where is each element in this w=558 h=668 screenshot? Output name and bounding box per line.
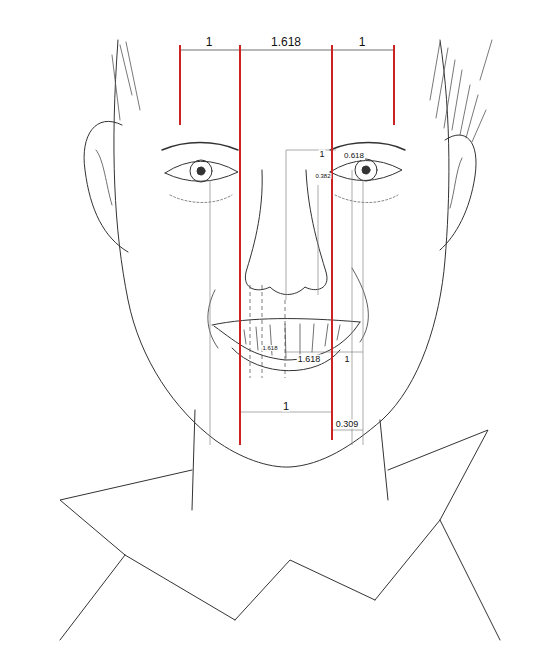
hair-strokes — [112, 40, 492, 142]
dimension-label: 1 — [282, 401, 290, 412]
dimension-label: 1 — [318, 150, 325, 159]
face-drawing-part — [450, 158, 462, 208]
face-drawing-part — [330, 160, 402, 180]
face-drawing-part — [380, 420, 388, 500]
guide-lines-part — [180, 50, 394, 51]
face-drawing-part — [114, 40, 449, 467]
face-drawing-part — [235, 560, 375, 620]
guide-lines-part — [363, 180, 364, 445]
face-drawing-part — [197, 167, 205, 175]
guide-lines-part — [250, 285, 285, 378]
guide-lines-part — [286, 150, 336, 151]
red-proportion-lines-part — [179, 45, 181, 125]
face-drawing-part — [375, 430, 488, 600]
red-proportion-lines-part — [393, 45, 395, 125]
hair-strokes-part — [430, 42, 440, 100]
guide-lines-part — [332, 430, 363, 431]
dimension-label: 1 — [358, 36, 367, 48]
dimension-label: 0.382 — [314, 173, 331, 179]
face-drawing-part — [162, 143, 238, 151]
dimension-label: 1 — [343, 355, 350, 364]
face-drawing-part — [208, 290, 218, 348]
guide-lines-part — [318, 185, 319, 295]
face-drawing-part — [212, 319, 360, 325]
face-drawing-part — [190, 160, 212, 182]
dimension-label: 1 — [205, 36, 214, 48]
face-drawing-part — [352, 268, 368, 342]
dimension-label: 1.618 — [297, 355, 322, 364]
face-drawing-part — [60, 470, 235, 620]
red-proportion-lines — [180, 45, 394, 445]
face-drawing-part — [244, 324, 340, 358]
hair-strokes-part — [120, 45, 132, 95]
dimension-label: 0.309 — [335, 420, 360, 429]
hair-strokes-part — [112, 55, 120, 120]
dimension-label: 1.618 — [261, 345, 278, 351]
red-proportion-lines-part — [331, 45, 333, 440]
face-drawing-part — [330, 143, 405, 151]
face-drawing-part — [84, 121, 128, 252]
face-drawing-part — [60, 555, 125, 640]
face-drawing-part — [362, 166, 370, 174]
face-drawing-part — [335, 195, 398, 203]
face-drawing-part — [96, 150, 112, 205]
face-drawing-part — [165, 161, 238, 181]
hair-strokes-part — [436, 48, 448, 118]
face-drawing-part — [440, 520, 500, 640]
hair-strokes-part — [126, 42, 140, 110]
guide-lines — [180, 50, 394, 445]
face-drawing-part — [355, 159, 377, 181]
red-proportion-lines-part — [239, 45, 241, 445]
face-drawing — [60, 40, 500, 640]
dimension-label: 0.618 — [343, 152, 365, 160]
guide-lines-part — [286, 150, 287, 300]
guide-lines-part — [285, 352, 332, 353]
hair-strokes-part — [460, 85, 470, 135]
face-drawing-part — [440, 135, 476, 250]
face-drawing-part — [192, 410, 195, 510]
guide-lines-part — [332, 352, 363, 353]
guide-lines-part — [240, 412, 332, 413]
face-drawing-part — [170, 195, 232, 203]
hair-strokes-part — [472, 110, 486, 142]
guide-lines-part — [210, 180, 211, 445]
face-drawing-part — [214, 322, 360, 360]
hair-strokes-part — [480, 40, 492, 80]
hair-strokes-part — [452, 70, 462, 130]
dimension-label: 1.618 — [270, 36, 302, 48]
hair-strokes-part — [444, 60, 455, 128]
guide-lines-part — [352, 170, 353, 445]
